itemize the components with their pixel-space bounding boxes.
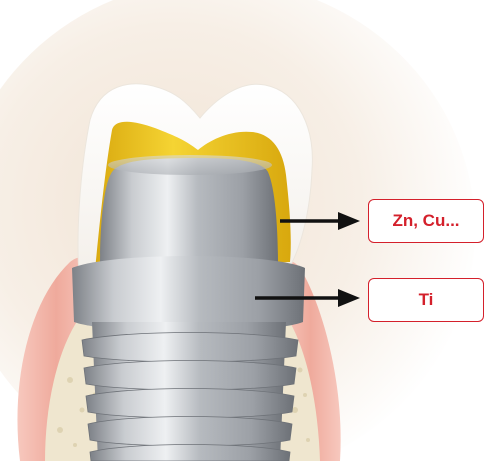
implant-screw [82, 322, 298, 461]
implant-material-label: Ti [368, 278, 484, 322]
abutment-collar [72, 256, 305, 332]
crown-alloy-label: Zn, Cu... [368, 199, 484, 243]
